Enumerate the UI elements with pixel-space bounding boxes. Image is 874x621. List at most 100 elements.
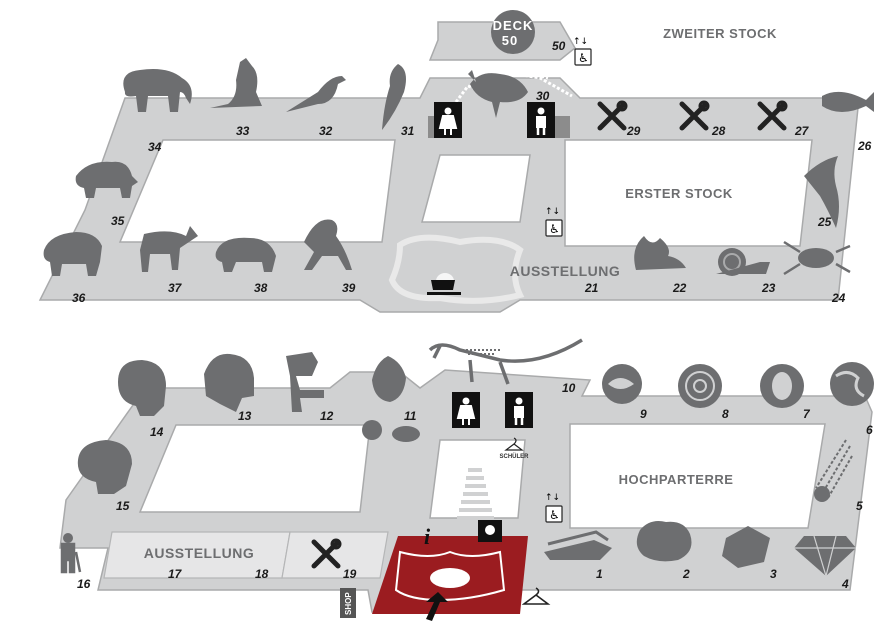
kangaroo-icon: [210, 58, 262, 108]
room-24: 24: [831, 291, 846, 305]
room-15: 15: [116, 499, 130, 513]
svg-text:↑↓: ↑↓: [573, 37, 588, 47]
room-19: 19: [343, 567, 357, 581]
svg-text:↑↓: ↑↓: [545, 493, 560, 503]
svg-text:SHOP: SHOP: [344, 592, 353, 615]
room-27: 27: [794, 124, 810, 138]
room-33: 33: [236, 124, 250, 138]
exhibition-label-ground: AUSSTELLUNG: [144, 545, 255, 561]
bird-icon: [286, 76, 346, 112]
svg-text:♿: ♿: [578, 51, 589, 65]
figurine-icon: [362, 420, 420, 442]
room-13: 13: [238, 409, 252, 423]
accessibility-icon: ↑↓ ♿: [545, 493, 563, 523]
hand-axe-icon: [372, 356, 406, 402]
room-23: 23: [761, 281, 776, 295]
room-37: 37: [168, 281, 183, 295]
parrot-icon: [382, 64, 406, 130]
helmet-icon: [204, 353, 254, 412]
ammonite-icon: [678, 364, 722, 408]
room-26: 26: [857, 139, 872, 153]
floor-label-ground: HOCHPARTERRE: [619, 472, 734, 487]
room-14: 14: [150, 425, 164, 439]
mineral-icon: [636, 521, 692, 562]
skull-icon: [77, 440, 132, 494]
info-icon: i: [424, 524, 431, 549]
room-31: 31: [401, 124, 415, 138]
trilobite-icon: [760, 364, 804, 408]
room-6: 6: [866, 423, 873, 437]
moose-icon: [140, 226, 198, 272]
accessibility-icon: ↑↓ ♿: [573, 37, 592, 66]
elderly-person-icon: [60, 533, 82, 574]
horse-figure-icon: [286, 352, 324, 412]
ground-floor: 10 9 8 7 6 5 4 3 2 1 11 12 13 14 15 16 1…: [59, 338, 874, 621]
shop-icon: SHOP: [340, 588, 356, 618]
skull-icon: [118, 360, 166, 416]
room-50: 50: [552, 39, 566, 53]
accessibility-icon: ↑↓ ♿: [545, 207, 563, 237]
elephant-icon: [123, 69, 192, 112]
plant-icon: [634, 236, 686, 270]
room-21: 21: [584, 281, 599, 295]
room-22: 22: [672, 281, 687, 295]
svg-text:↑↓: ↑↓: [545, 207, 560, 217]
room-12: 12: [320, 409, 334, 423]
svg-text:♿: ♿: [549, 508, 560, 522]
ticket-icon: [478, 520, 502, 542]
tools-icon: [311, 538, 342, 569]
toilet-icon: [505, 392, 533, 428]
snail-icon: [716, 248, 770, 276]
bison-icon: [43, 232, 102, 276]
svg-text:♿: ♿: [549, 222, 560, 236]
meteor-icon: [814, 439, 853, 502]
tools-icon: [757, 100, 788, 131]
floor-label-first: ERSTER STOCK: [625, 186, 733, 201]
room-16: 16: [77, 577, 91, 591]
room-11: 11: [404, 409, 417, 423]
room-36: 36: [72, 291, 86, 305]
beetle-icon: [783, 240, 851, 276]
hanger-icon: SCHÜLER: [499, 437, 529, 460]
deck-label: DECK: [493, 18, 534, 33]
tools-icon: [679, 100, 710, 131]
svg-text:i: i: [424, 524, 431, 549]
second-floor: DECK 50 50 ↑↓ ♿ ZWEITER STOCK: [428, 10, 777, 66]
floor-label-second: ZWEITER STOCK: [663, 26, 777, 41]
room-17: 17: [168, 567, 183, 581]
toilet-icon: [434, 102, 462, 138]
entrance-arrow-icon: [426, 592, 448, 621]
room-35: 35: [111, 214, 125, 228]
gold-bars-icon: [544, 530, 612, 560]
shark-icon: [804, 156, 839, 228]
room-18: 18: [255, 567, 269, 581]
room-32: 32: [319, 124, 333, 138]
fish-icon: [822, 91, 874, 112]
pupils-label: SCHÜLER: [499, 453, 529, 460]
deck-number: 50: [502, 33, 518, 48]
room-1: 1: [596, 567, 603, 581]
exhibition-label-first: AUSSTELLUNG: [510, 263, 621, 279]
room-39: 39: [342, 281, 356, 295]
room-5: 5: [856, 499, 863, 513]
toilet-icon: [452, 392, 480, 428]
toilet-icon: [527, 102, 555, 138]
globe-icon: [830, 362, 874, 406]
room-34: 34: [148, 140, 162, 154]
room-38: 38: [254, 281, 268, 295]
monkey-icon: [304, 219, 352, 270]
room-7: 7: [803, 407, 811, 421]
room-4: 4: [841, 577, 849, 591]
first-floor: 29 28 27 26 25 24 23 22 21 30 31 32 33 3…: [38, 58, 874, 313]
diamond-icon: [794, 535, 856, 579]
rhino-icon: [75, 161, 138, 198]
room-29: 29: [626, 124, 641, 138]
room-3: 3: [770, 567, 777, 581]
room-30: 30: [536, 89, 550, 103]
hanger-icon: [521, 587, 551, 605]
room-8: 8: [722, 407, 729, 421]
crystal-icon: [722, 526, 770, 568]
coffee-icon: [427, 273, 461, 295]
emu-icon: [468, 70, 528, 118]
